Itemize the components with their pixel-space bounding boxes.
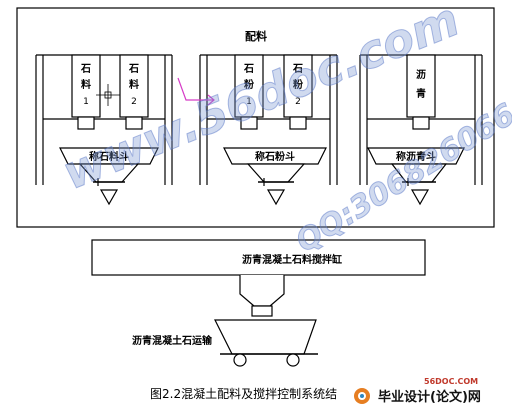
- hopper-label: 称沥青斗: [396, 150, 436, 163]
- cad-arrow-icon: [177, 77, 215, 106]
- bin-label-mid: 料: [129, 78, 139, 91]
- hopper-asphalt: 称沥青斗: [367, 147, 465, 206]
- hopper-label: 称石粉斗: [255, 150, 295, 163]
- bin-label-num: 2: [131, 97, 137, 107]
- bin-label-top: 石: [128, 63, 139, 75]
- hopper-stone: 称石料斗: [59, 147, 159, 206]
- wheel-icon: [286, 353, 300, 367]
- hopper-powder: 称石粉斗: [223, 147, 327, 206]
- bin-label-num: 1: [246, 97, 252, 107]
- transport-label: 沥青混凝土石运输: [132, 334, 213, 347]
- bin-label-num: 2: [295, 97, 301, 107]
- bin-powder-1: 石 粉 1: [234, 54, 264, 130]
- bin-label-mid: 青: [416, 87, 426, 100]
- brand-name: 毕业设计(论文)网: [378, 390, 481, 405]
- mixer-label: 沥青混凝土石料搅拌缸: [242, 253, 342, 266]
- bin-label-top: 石: [80, 63, 91, 75]
- figure-caption: 图2.2混凝土配料及搅拌控制系统结: [150, 387, 338, 401]
- bin-label-top: 石: [243, 63, 254, 75]
- batching-title: 配料: [245, 29, 267, 43]
- group2-frame: [199, 54, 338, 185]
- bin-label-mid: 粉: [293, 78, 303, 91]
- bin-asphalt: 沥 青: [406, 54, 436, 130]
- group1-frame: [35, 54, 173, 185]
- crosshair-icon: [96, 84, 120, 106]
- bin-stone-1: 石 料 1: [71, 54, 101, 130]
- bin-label-num: 1: [83, 97, 89, 107]
- hopper-label: 称石料斗: [89, 150, 129, 163]
- bin-label-top: 石: [292, 63, 303, 75]
- transport-truck: 沥青混凝土石运输: [132, 319, 318, 367]
- mixing-tank: 沥青混凝土石料搅拌缸: [91, 239, 426, 317]
- bin-label-mid: 粉: [244, 78, 254, 91]
- wheel-icon: [233, 353, 247, 367]
- bin-label-top: 沥: [416, 68, 426, 81]
- bin-powder-2: 石 粉 2: [283, 54, 313, 130]
- brand-logo-icon: [354, 388, 370, 404]
- bin-label-mid: 料: [81, 78, 91, 91]
- bin-stone-2: 石 料 2: [119, 54, 149, 130]
- brand-site: 56DOC.COM: [424, 377, 479, 386]
